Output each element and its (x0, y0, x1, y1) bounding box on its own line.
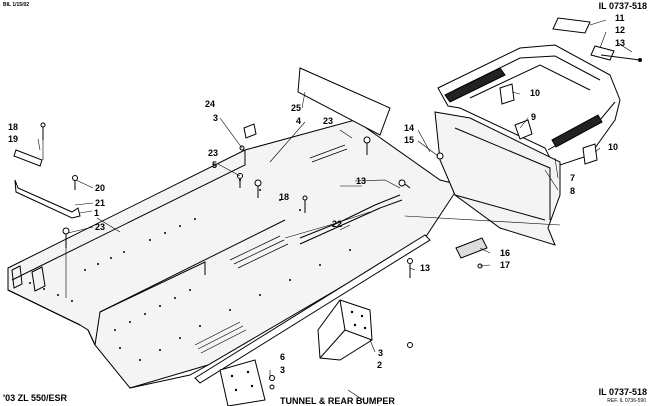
callout-5: 5 (212, 160, 217, 170)
leader-lines (37, 19, 633, 401)
reflector (455, 237, 488, 259)
callout-19: 19 (8, 134, 18, 144)
callout-3a: 3 (213, 113, 218, 123)
callout-2: 2 (377, 360, 382, 370)
callout-8: 8 (570, 186, 575, 196)
rear-bumper (437, 44, 621, 166)
tunnel-reinforcement (284, 194, 403, 245)
strip (13, 149, 43, 167)
pad (243, 123, 257, 139)
mount-bracket (14, 179, 81, 219)
clamp-right (582, 143, 598, 165)
callout-10a: 10 (530, 88, 540, 98)
callout-18b: 18 (279, 192, 289, 202)
callout-labels: 1 2 3 3 3 4 5 6 7 8 9 10 10 11 12 13 13 … (8, 13, 625, 375)
callout-3b: 3 (280, 365, 285, 375)
callout-21: 21 (95, 198, 105, 208)
callout-6: 6 (280, 352, 285, 362)
callout-23c: 23 (323, 116, 333, 126)
callout-12: 12 (615, 25, 625, 35)
callout-13a: 13 (615, 38, 625, 48)
callout-15: 15 (404, 135, 414, 145)
callout-25: 25 (291, 103, 301, 113)
snow-flap (434, 111, 561, 246)
callout-23b: 23 (208, 148, 218, 158)
tunnel (7, 119, 461, 389)
callout-7: 7 (570, 173, 575, 183)
callout-11: 11 (615, 13, 625, 23)
mounting-plate (219, 359, 266, 406)
callout-23a: 23 (95, 222, 105, 232)
reference-number: REF. IL 0736-590 (607, 398, 646, 404)
callout-4: 4 (296, 116, 301, 126)
callout-9: 9 (531, 112, 536, 122)
clamp-left (499, 83, 515, 105)
callout-18a: 18 (8, 122, 18, 132)
callout-1: 1 (94, 208, 99, 218)
diagram-title: TUNNEL & REAR BUMPER (280, 396, 395, 406)
callout-16: 16 (500, 248, 510, 258)
callout-3c: 3 (378, 348, 383, 358)
callout-14: 14 (404, 123, 414, 133)
decal-12 (590, 45, 615, 61)
callout-17: 17 (500, 260, 510, 270)
callout-24: 24 (205, 99, 215, 109)
model-label: '03 ZL 550/ESR (3, 393, 68, 403)
decal-11 (552, 17, 591, 34)
illustration-number-bottom: IL 0737-518 (598, 387, 647, 397)
clip (514, 119, 533, 140)
callout-22: 22 (332, 219, 342, 229)
callout-13b: 13 (356, 176, 366, 186)
side-rail (194, 234, 431, 384)
bracket (317, 299, 373, 361)
callout-10b: 10 (608, 142, 618, 152)
callout-20: 20 (95, 183, 105, 193)
heat-shield (297, 67, 391, 136)
date-code: BIL 1/15/02 (3, 2, 30, 8)
illustration-number-top: IL 0737-518 (598, 1, 647, 11)
callout-13c: 13 (420, 263, 430, 273)
